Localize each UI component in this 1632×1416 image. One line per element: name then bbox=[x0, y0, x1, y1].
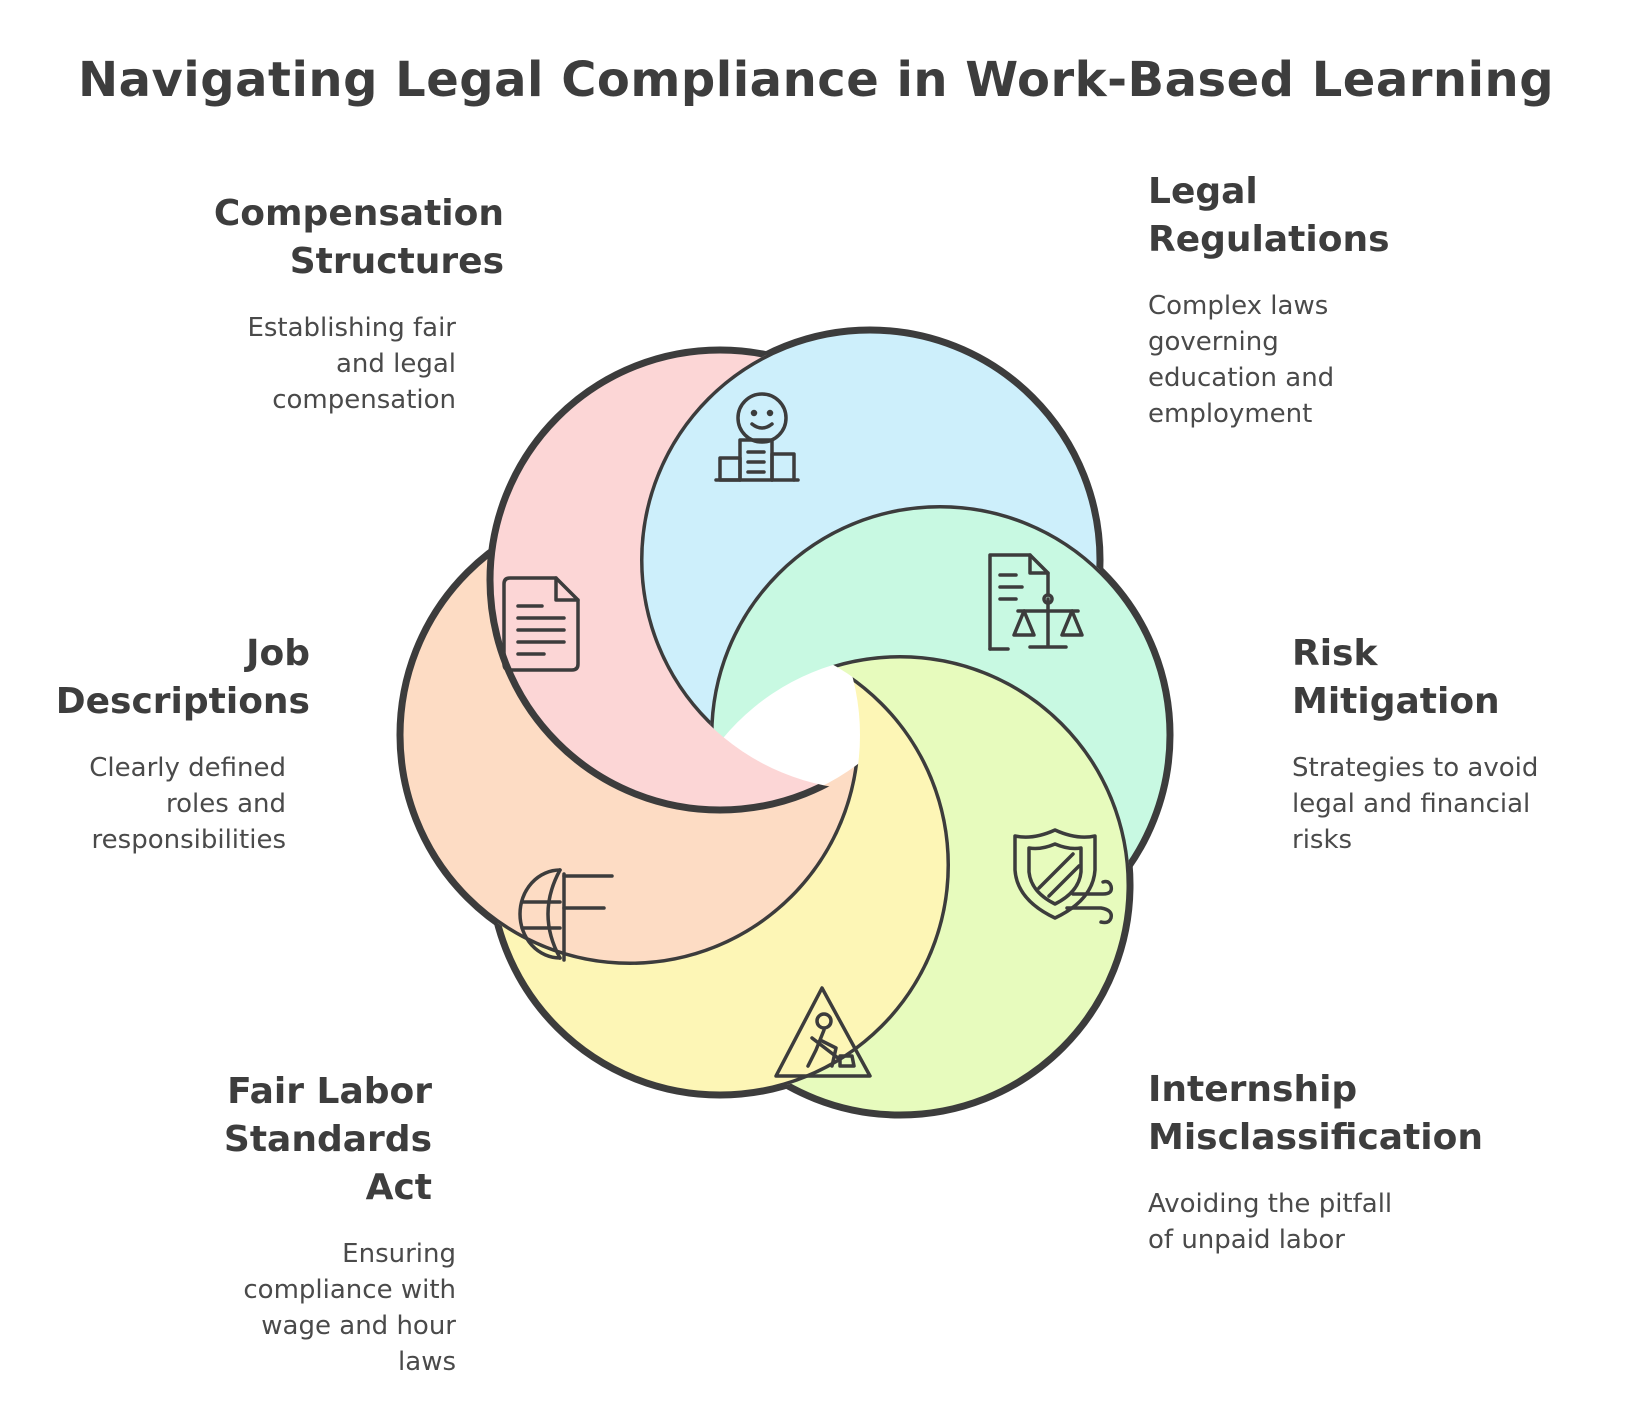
heading-internship: Internship Misclassification bbox=[1148, 1069, 1483, 1158]
heading-job-descriptions: Job Descriptions bbox=[55, 633, 310, 722]
segment-compensation-outline bbox=[486, 346, 954, 814]
label-risk-mitigation: Risk Mitigation Strategies to avoid lega… bbox=[1292, 630, 1622, 858]
description-job-descriptions: Clearly defined roles and responsibiliti… bbox=[89, 753, 286, 855]
label-legal-regulations: Legal Regulations Complex laws governing… bbox=[1148, 168, 1528, 432]
shield-wind-icon bbox=[1013, 828, 1114, 925]
segment-compensation-fill bbox=[490, 350, 950, 810]
description-risk-mitigation: Strategies to avoid legal and financial … bbox=[1292, 753, 1539, 855]
description-fair-labor: Ensuring compliance with wage and hour l… bbox=[243, 1239, 456, 1377]
worker-warning-icon bbox=[774, 986, 872, 1078]
label-internship: Internship Misclassification Avoiding th… bbox=[1148, 1066, 1608, 1258]
document-icon bbox=[502, 576, 580, 672]
label-fair-labor: Fair Labor Standards Act Ensuring compli… bbox=[72, 1068, 456, 1380]
people-building-icon bbox=[714, 392, 800, 482]
heading-risk-mitigation: Risk Mitigation bbox=[1292, 633, 1500, 722]
heading-fair-labor: Fair Labor Standards Act bbox=[223, 1071, 432, 1208]
page-title: Navigating Legal Compliance in Work-Base… bbox=[77, 52, 1555, 108]
document-scales-icon bbox=[988, 553, 1084, 651]
description-internship: Avoiding the pitfall of unpaid labor bbox=[1148, 1189, 1393, 1255]
label-compensation: Compensation Structures Establishing fai… bbox=[84, 190, 504, 418]
heading-legal-regulations: Legal Regulations bbox=[1148, 171, 1390, 260]
heading-compensation: Compensation Structures bbox=[213, 193, 504, 282]
description-compensation: Establishing fair and legal compensation bbox=[247, 313, 456, 415]
description-legal-regulations: Complex laws governing education and emp… bbox=[1148, 291, 1335, 429]
label-job-descriptions: Job Descriptions Clearly defined roles a… bbox=[10, 630, 310, 858]
segment-compensation bbox=[486, 346, 954, 814]
globe-flag-icon bbox=[518, 868, 614, 962]
